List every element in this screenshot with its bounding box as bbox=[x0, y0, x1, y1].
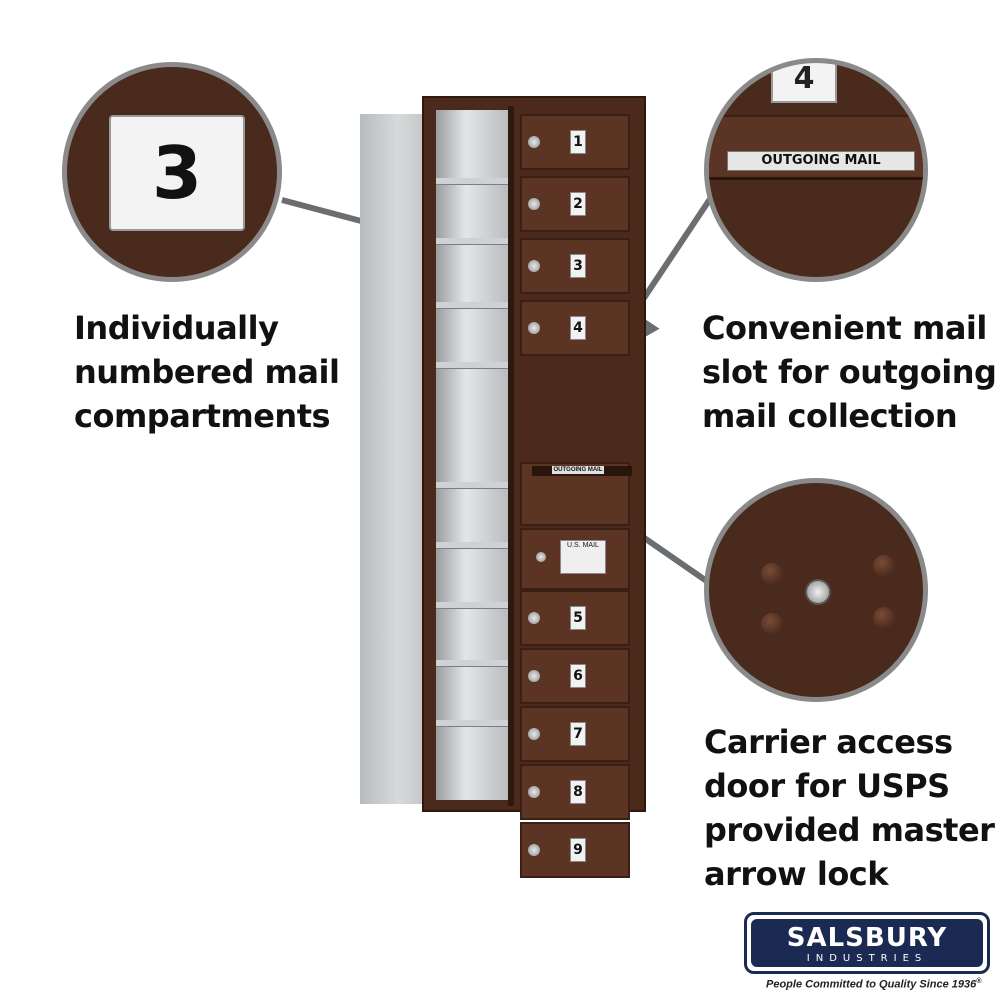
caption-numbered-compartments: Individually numbered mail compartments bbox=[74, 309, 340, 435]
rivet bbox=[873, 555, 895, 577]
outgoing-mail-label: OUTGOING MAIL bbox=[727, 151, 915, 171]
rivet bbox=[761, 613, 783, 635]
logo-subtitle: INDUSTRIES bbox=[806, 953, 928, 964]
compartment-lock-icon bbox=[528, 260, 540, 272]
compartment-lock-icon bbox=[528, 198, 540, 210]
compartment-lock-icon bbox=[528, 322, 540, 334]
carrier-access-door: U.S. MAIL bbox=[520, 528, 630, 590]
caption-carrier-door: Carrier access door for USPS provided ma… bbox=[704, 723, 995, 893]
compartment-lock-icon bbox=[528, 786, 540, 798]
shelf bbox=[436, 720, 510, 727]
shelf bbox=[436, 542, 510, 549]
compartment-lock-icon bbox=[528, 844, 540, 856]
shelf bbox=[436, 482, 510, 489]
shelf bbox=[436, 238, 510, 245]
compartment-number: 4 bbox=[570, 316, 586, 340]
mail-compartment: 5 bbox=[520, 590, 630, 646]
master-arrow-lock-icon bbox=[805, 579, 831, 605]
mailbox-unit: OUTGOING MAIL U.S. MAIL 1 2 3 4 5 6 7 8 9 bbox=[360, 96, 650, 878]
compartment-lock-icon bbox=[528, 670, 540, 682]
compartment-number: 1 bbox=[570, 130, 586, 154]
logo-badge: SALSBURY INDUSTRIES bbox=[751, 919, 983, 967]
usps-plate: U.S. MAIL bbox=[560, 540, 606, 574]
caption-outgoing-slot: Convenient mail slot for outgoing mail c… bbox=[702, 309, 997, 435]
wall-recess bbox=[360, 114, 424, 804]
compartment-number: 2 bbox=[570, 192, 586, 216]
mail-compartment: 2 bbox=[520, 176, 630, 232]
outgoing-mail-slot: OUTGOING MAIL bbox=[520, 462, 632, 526]
compartment-number: 3 bbox=[570, 254, 586, 278]
compartment-number-tag: 3 bbox=[109, 115, 245, 231]
mail-compartment: 1 bbox=[520, 114, 630, 170]
compartment-number: 5 bbox=[570, 606, 586, 630]
zoom-carrier-lock bbox=[704, 478, 928, 702]
compartment-number: 8 bbox=[570, 780, 586, 804]
mail-compartment: 4 bbox=[520, 300, 630, 356]
mail-compartment: 7 bbox=[520, 706, 630, 762]
rivet bbox=[761, 563, 783, 585]
open-interior bbox=[436, 110, 510, 800]
compartment-number-tag-4: 4 bbox=[771, 63, 837, 103]
shelf bbox=[436, 660, 510, 667]
compartment-number: 9 bbox=[570, 838, 586, 862]
shelf bbox=[436, 362, 510, 369]
mail-compartment: 8 bbox=[520, 764, 630, 820]
zoom-compartment-number: 3 bbox=[62, 62, 282, 282]
carrier-lock-icon bbox=[536, 552, 546, 562]
brand-tagline: People Committed to Quality Since 1936® bbox=[766, 978, 982, 991]
compartment-lock-icon bbox=[528, 136, 540, 148]
zoom-outgoing-slot: 4 OUTGOING MAIL bbox=[704, 58, 928, 282]
mail-compartment: 6 bbox=[520, 648, 630, 704]
slot-label: OUTGOING MAIL bbox=[552, 466, 604, 474]
rivet bbox=[873, 607, 895, 629]
door-edge bbox=[508, 106, 514, 806]
compartment-lock-icon bbox=[528, 612, 540, 624]
mail-compartment: 3 bbox=[520, 238, 630, 294]
salsbury-logo: SALSBURY INDUSTRIES bbox=[744, 912, 990, 974]
logo-name: SALSBURY bbox=[786, 923, 948, 953]
compartment-number: 7 bbox=[570, 722, 586, 746]
mail-compartment: 9 bbox=[520, 822, 630, 878]
shelf bbox=[436, 602, 510, 609]
compartment-number: 6 bbox=[570, 664, 586, 688]
shelf bbox=[436, 178, 510, 185]
compartment-lock-icon bbox=[528, 728, 540, 740]
shelf bbox=[436, 302, 510, 309]
